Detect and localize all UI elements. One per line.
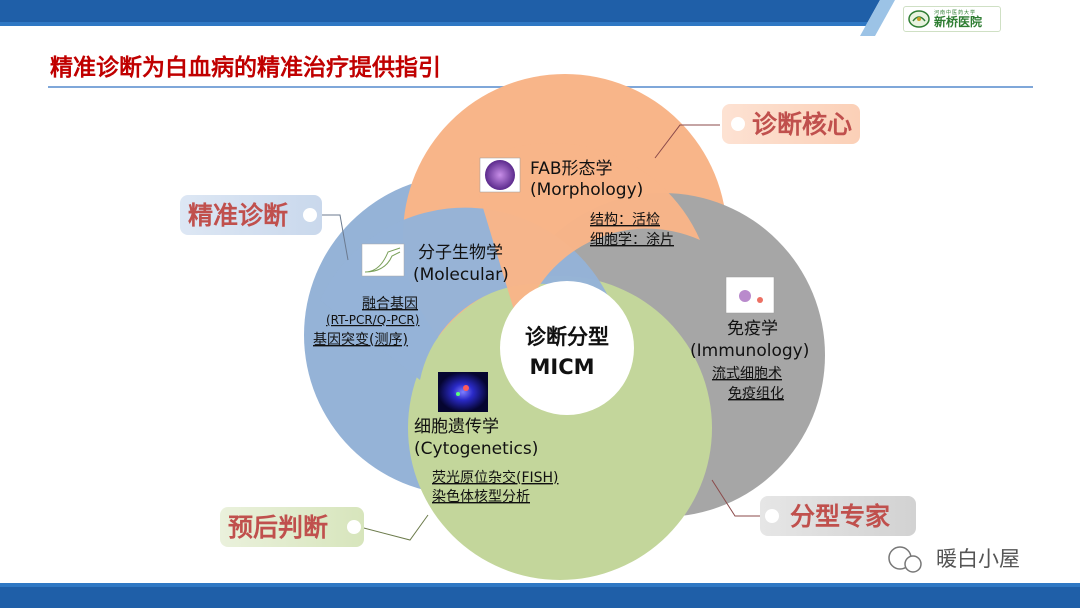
molecular-item-2: 基因突变(测序) xyxy=(313,331,408,348)
fish-image xyxy=(438,372,488,412)
morphology-en: (Morphology) xyxy=(530,180,643,200)
cytogenetics-item-2: 染色体核型分析 xyxy=(432,488,530,505)
tag-core: 诊断核心 xyxy=(722,104,860,144)
flow-dot-icon xyxy=(757,297,763,303)
cytogenetics-en: (Cytogenetics) xyxy=(414,439,538,459)
connector-precise xyxy=(322,214,349,261)
hospital-emblem-icon xyxy=(908,10,930,28)
pcr-curve-icon xyxy=(364,247,401,273)
tag-prognosis-label: 预后判断 xyxy=(228,513,328,542)
morphology-item-2: 细胞学：涂片 xyxy=(590,232,674,248)
tag-expert-label: 分型专家 xyxy=(790,502,890,531)
morphology-title: FAB形态学 xyxy=(530,159,613,179)
immunology-title: 免疫学 xyxy=(727,319,778,339)
connector-expert xyxy=(711,479,760,517)
fish-signal-green-icon xyxy=(456,392,460,396)
fish-signal-icon xyxy=(463,385,469,391)
cell-image-icon xyxy=(485,160,515,190)
hospital-logo: 河南中医药大学 新桥医院 xyxy=(903,6,1001,32)
page-title: 精准诊断为白血病的精准治疗提供指引 xyxy=(50,55,441,81)
tag-precise: 精准诊断 xyxy=(180,195,322,235)
tag-core-label: 诊断核心 xyxy=(752,110,852,139)
immunology-en: (Immunology) xyxy=(690,341,809,361)
molecular-title: 分子生物学 xyxy=(418,243,503,263)
connector-core xyxy=(654,124,720,159)
tag-expert: 分型专家 xyxy=(760,496,916,536)
immunology-item-1: 流式细胞术 xyxy=(712,366,782,382)
cytogenetics-title: 细胞遗传学 xyxy=(414,417,499,437)
center-label-en: MICM xyxy=(529,355,594,379)
center-label-cn: 诊断分型 xyxy=(525,325,609,349)
tag-prognosis: 预后判断 xyxy=(220,507,364,547)
morphology-swirl xyxy=(470,142,700,330)
logo-name: 新桥医院 xyxy=(934,14,983,29)
molecular-en: (Molecular) xyxy=(413,265,509,285)
molecular-item-1-sub: (RT-PCR/Q-PCR) xyxy=(326,313,419,327)
flow-plot-icon xyxy=(739,290,751,302)
bottom-banner xyxy=(0,583,1080,608)
molecular-item-1: 融合基因 xyxy=(362,295,418,312)
immunology-item-2: 免疫组化 xyxy=(728,386,784,402)
logo-subtitle: 河南中医药大学 xyxy=(934,9,977,16)
watermark-text: 暖白小屋 xyxy=(936,547,1020,571)
cytogenetics-circle xyxy=(408,276,712,580)
morphology-item-1: 结构：活检 xyxy=(590,212,660,228)
connector-prognosis xyxy=(359,514,429,541)
tag-precise-label: 精准诊断 xyxy=(188,201,288,230)
center-circle xyxy=(500,281,634,415)
cytogenetics-item-1: 荧光原位杂交(FISH) xyxy=(432,469,559,486)
watermark: 暖白小屋 xyxy=(888,546,1020,573)
